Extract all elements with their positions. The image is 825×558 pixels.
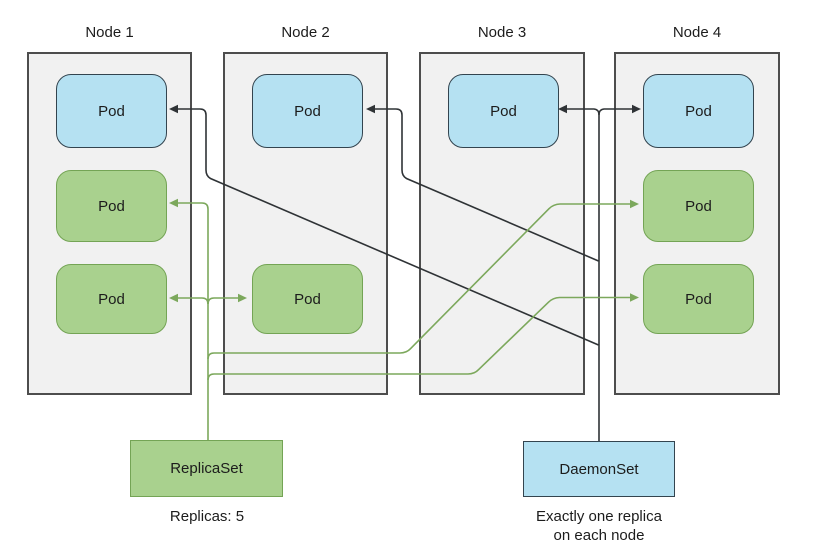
node-label-1: Node 1 bbox=[85, 24, 134, 41]
pod-label: Pod bbox=[98, 197, 125, 215]
node-label-4: Node 4 bbox=[672, 24, 722, 41]
daemonset-caption: Exactly one replica on each node bbox=[519, 507, 679, 545]
pod-label: Pod bbox=[490, 102, 517, 120]
pod-blue-node3-row1: Pod bbox=[448, 74, 559, 148]
daemonset-caption-line2: on each node bbox=[553, 527, 645, 544]
pod-label: Pod bbox=[685, 197, 712, 215]
daemonset-caption-line1: Exactly one replica bbox=[536, 508, 662, 525]
pod-label: Pod bbox=[685, 290, 712, 308]
pod-green-node1-row2: Pod bbox=[56, 170, 167, 242]
pod-green-node4-row3: Pod bbox=[643, 264, 754, 334]
pod-label: Pod bbox=[294, 102, 321, 120]
pod-blue-node1-row1: Pod bbox=[56, 74, 167, 148]
pod-label: Pod bbox=[98, 290, 125, 308]
replicaset-box: ReplicaSet bbox=[130, 440, 283, 497]
pod-green-node2-row3: Pod bbox=[252, 264, 363, 334]
node-label-2: Node 2 bbox=[281, 24, 330, 41]
replicaset-caption: Replicas: 5 bbox=[169, 508, 245, 525]
daemonset-label: DaemonSet bbox=[559, 460, 639, 478]
pod-green-node1-row3: Pod bbox=[56, 264, 167, 334]
daemonset-box: DaemonSet bbox=[523, 441, 675, 497]
pod-green-node4-row2: Pod bbox=[643, 170, 754, 242]
node-box-3: Pod bbox=[419, 52, 585, 395]
pod-label: Pod bbox=[98, 102, 125, 120]
replicaset-label: ReplicaSet bbox=[170, 460, 243, 477]
pod-label: Pod bbox=[685, 102, 712, 120]
pod-label: Pod bbox=[294, 290, 321, 308]
pod-blue-node2-row1: Pod bbox=[252, 74, 363, 148]
node-label-3: Node 3 bbox=[477, 24, 527, 41]
pod-blue-node4-row1: Pod bbox=[643, 74, 754, 148]
